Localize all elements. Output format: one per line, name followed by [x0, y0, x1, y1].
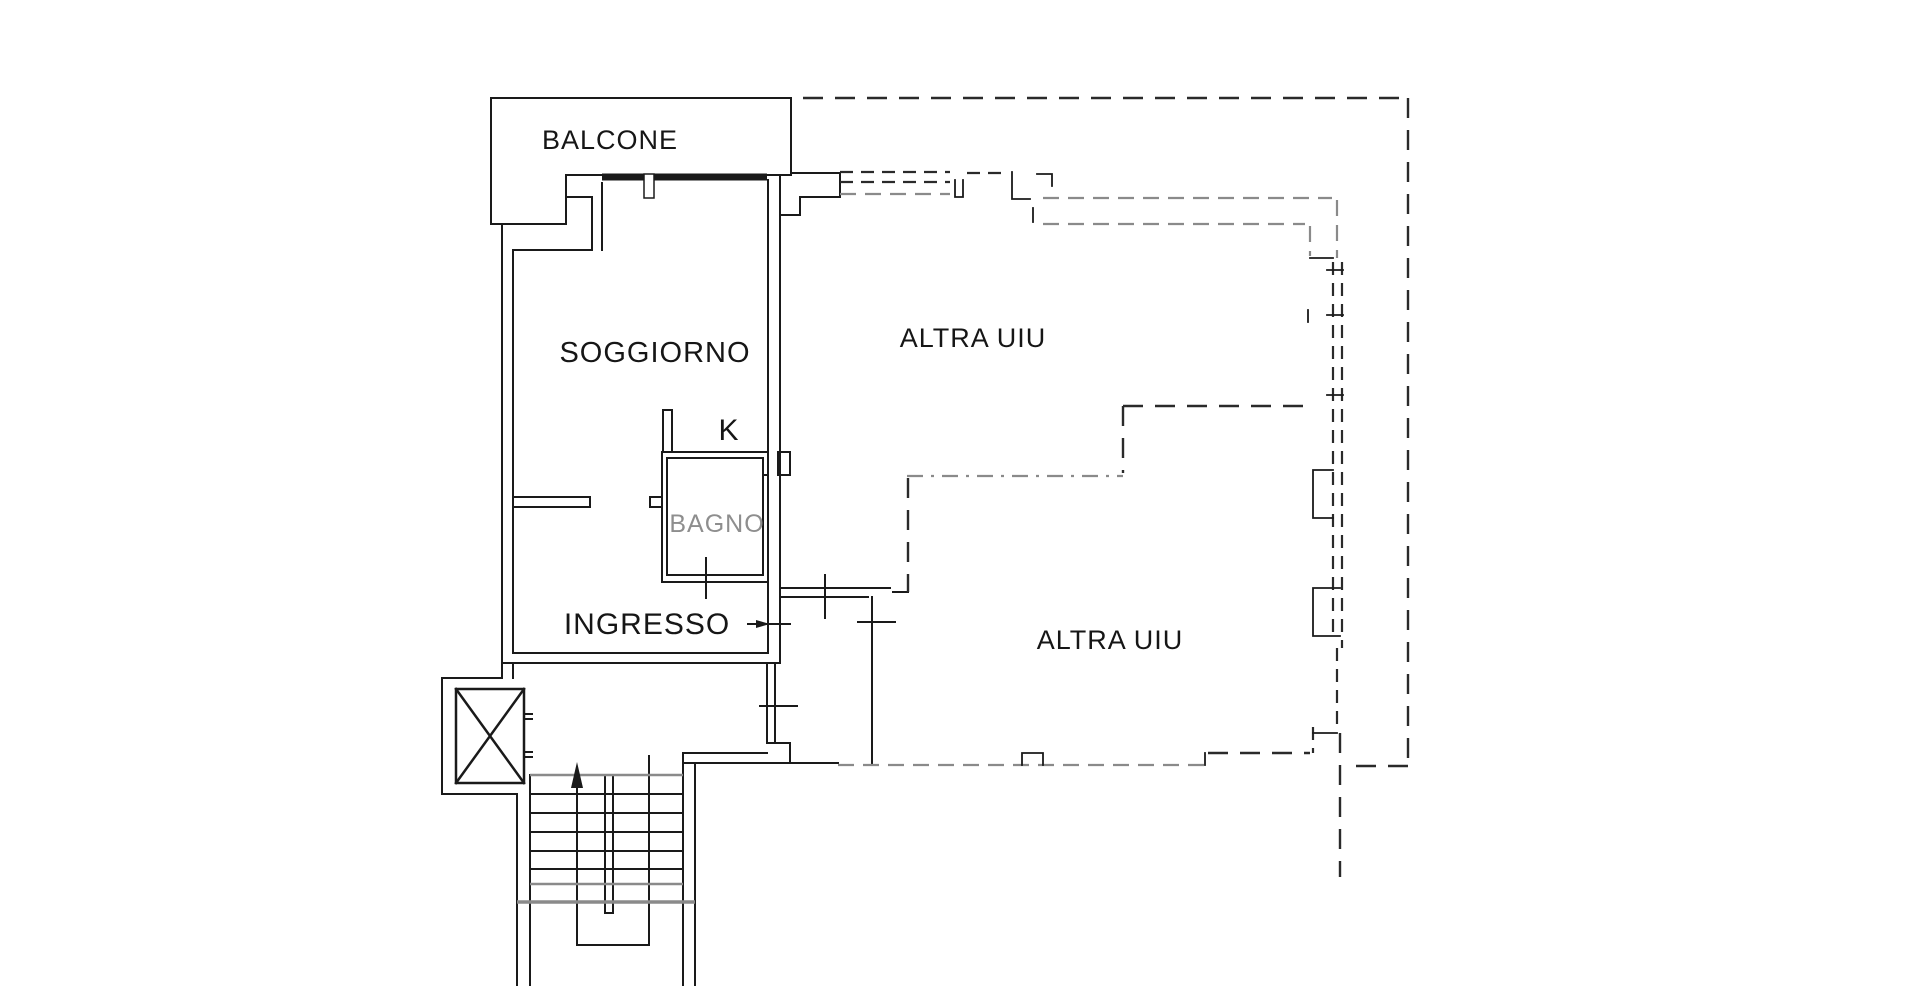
elevator-x-mark — [454, 687, 526, 785]
bagno-walls — [661, 451, 769, 583]
dashed-boundary-black — [803, 96, 1410, 877]
dashed-wall-jambs — [954, 171, 1344, 766]
label-ingresso: INGRESSO — [564, 608, 730, 641]
solid-walls — [441, 97, 909, 986]
elevator-cabin — [454, 687, 526, 785]
label-altra-uiu-bottom: ALTRA UIU — [1037, 625, 1184, 655]
stair-steps — [529, 793, 684, 870]
balcony-outline — [490, 97, 792, 225]
label-altra-uiu-top: ALTRA UIU — [900, 323, 1047, 353]
dashed-boundary-gray — [838, 192, 1339, 767]
label-balcone: BALCONE — [542, 125, 678, 155]
elevator-shaft — [441, 677, 518, 795]
stair-direction-line — [576, 755, 650, 946]
dashed-unit-wall-black — [840, 170, 1344, 753]
room-labels: BALCONE SOGGIORNO K BAGNO INGRESSO ALTRA… — [542, 125, 1184, 655]
stair-arrow-head — [571, 762, 583, 788]
door-wedge — [756, 620, 770, 628]
label-bagno: BAGNO — [669, 510, 764, 538]
kitchen-partition — [662, 409, 673, 453]
stair-gray-lines — [517, 773, 695, 904]
label-kitchen: K — [718, 414, 739, 447]
balcony-window-band — [602, 172, 767, 199]
label-soggiorno: SOGGIORNO — [559, 337, 750, 369]
